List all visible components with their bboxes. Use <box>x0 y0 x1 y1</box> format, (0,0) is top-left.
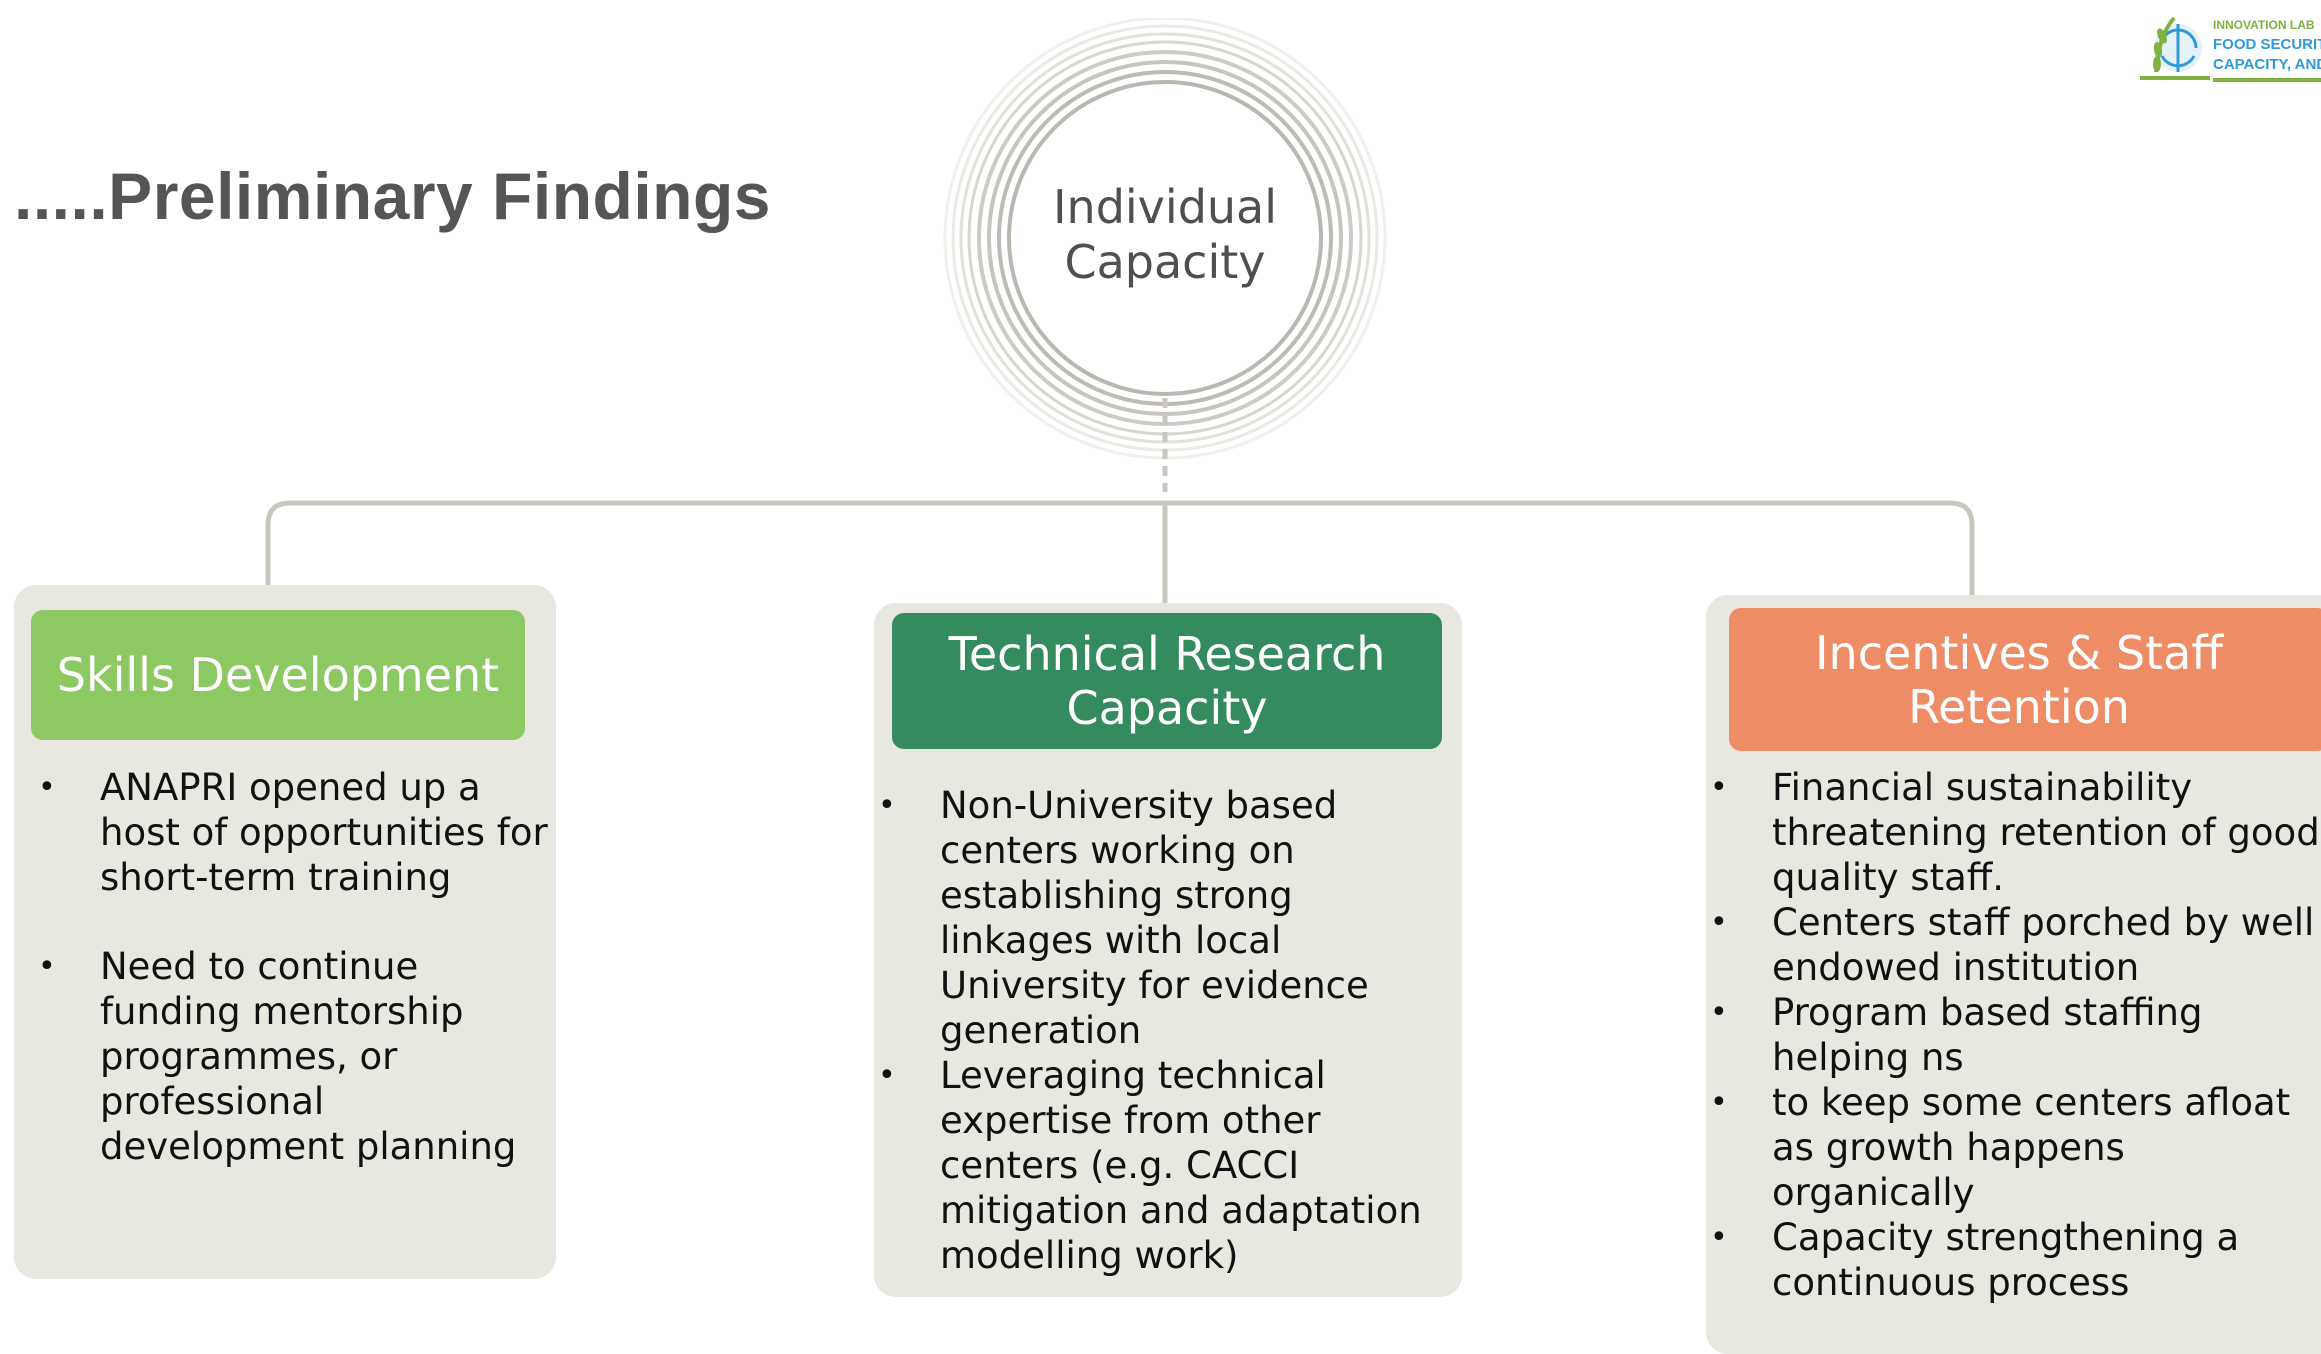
logo-text: INNOVATION LAB FOOD SECURITY CAPACITY, A… <box>2213 15 2321 75</box>
hub-label-line: Individual <box>1052 180 1278 234</box>
hub-label: Individual Capacity <box>1015 180 1315 290</box>
logo-line: FOOD SECURITY <box>2213 36 2321 53</box>
branch-line <box>265 500 1975 595</box>
card-header: Incentives & Staff Retention <box>1729 608 2321 751</box>
logo-underline <box>2213 78 2321 82</box>
list-item: Non-University based centers working on … <box>874 783 1454 1053</box>
list-item: Capacity strengthening a continuous proc… <box>1706 1215 2321 1305</box>
list-item: Program based staffing helping ns <box>1706 990 2321 1080</box>
globe-wheat-icon <box>2140 16 2210 80</box>
hub-label-line: Capacity <box>1064 235 1266 289</box>
bullet-list: Non-University based centers working on … <box>874 783 1454 1278</box>
list-item: Leveraging technical expertise from othe… <box>874 1053 1454 1278</box>
bullet-list: Financial sustainability threatening ret… <box>1706 765 2321 1305</box>
card-header: Technical Research Capacity <box>892 613 1442 749</box>
list-item: to keep some centers afloat as growth ha… <box>1706 1080 2321 1215</box>
list-item: Financial sustainability threatening ret… <box>1706 765 2321 900</box>
card-header: Skills Development <box>31 610 525 740</box>
bullet-list: ANAPRI opened up a host of opportunities… <box>34 765 554 1169</box>
list-item: ANAPRI opened up a host of opportunities… <box>34 765 554 900</box>
card-incentives-staff-retention: Incentives & Staff Retention Financial s… <box>1706 595 2321 1354</box>
list-item: Need to continue funding mentorship prog… <box>34 944 554 1169</box>
logo-line: CAPACITY, AND <box>2213 56 2321 73</box>
card-technical-research-capacity: Technical Research Capacity Non-Universi… <box>874 603 1462 1297</box>
logo-line: INNOVATION LAB <box>2213 18 2315 32</box>
page-title: .....Preliminary Findings <box>14 159 771 233</box>
logo: INNOVATION LAB FOOD SECURITY CAPACITY, A… <box>2140 10 2321 82</box>
list-item: Centers staff porched by well endowed in… <box>1706 900 2321 990</box>
card-skills-development: Skills Development ANAPRI opened up a ho… <box>14 585 556 1279</box>
